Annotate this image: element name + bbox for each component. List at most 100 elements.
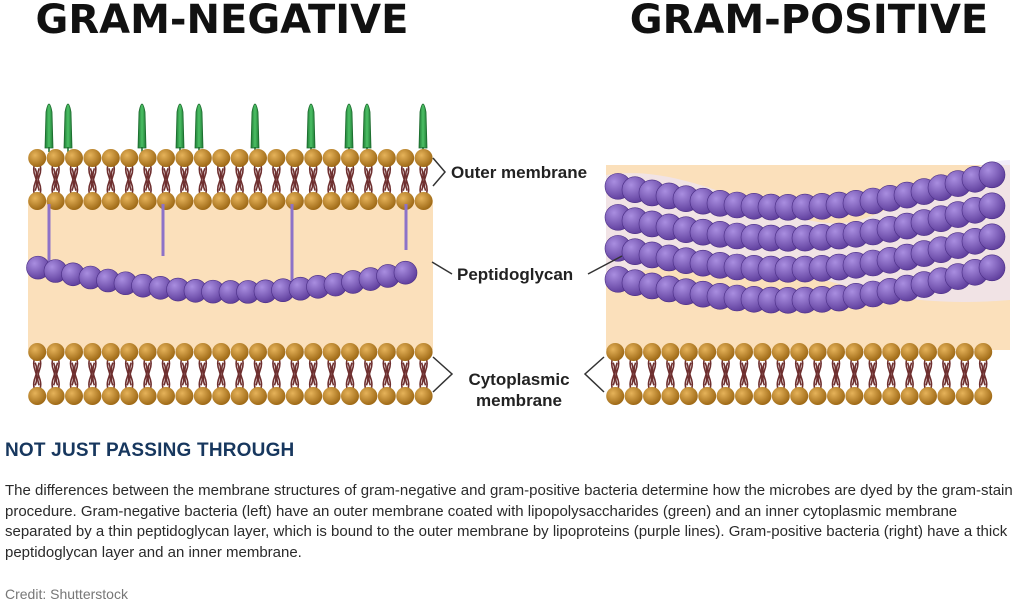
lipid-head [624, 343, 643, 361]
membrane-diagram: GRAM-NEGATIVE GRAM-POSITIVE Outer membra… [26, 0, 1010, 410]
lipid-head [193, 343, 212, 361]
lipid-head [771, 387, 790, 405]
lipid-head [193, 192, 212, 210]
image-credit: Credit: Shutterstock [5, 586, 128, 602]
lipid-head [46, 387, 65, 405]
lipid-head [285, 192, 304, 210]
lipid-head [377, 343, 396, 361]
lipid-head [230, 149, 249, 167]
lipid-head [212, 343, 231, 361]
lipopolysaccharide-chains [44, 103, 428, 152]
lipid-head [698, 343, 717, 361]
lipid-head [212, 192, 231, 210]
lipid-head [46, 149, 65, 167]
lipid-head [83, 387, 102, 405]
lipid-head [341, 192, 359, 210]
lipid-head [175, 387, 194, 405]
lipid-head [285, 387, 304, 405]
lipid-head [845, 343, 864, 361]
lipid-head [937, 387, 956, 405]
lipid-head [414, 149, 433, 167]
lipid-head [643, 343, 661, 361]
peptidoglycan-bead [978, 254, 1006, 282]
lipid-head [120, 343, 139, 361]
lipid-head [267, 192, 286, 210]
lipid-head [65, 343, 83, 361]
lipid-head [249, 149, 267, 167]
lipid-head [138, 192, 157, 210]
lipid-head [65, 192, 83, 210]
cytoplasmic-membrane-bracket-right [583, 356, 605, 393]
lipopolysaccharide [44, 103, 54, 149]
lipid-head [267, 343, 286, 361]
outer-membrane-bracket [432, 157, 446, 187]
lipid-head [661, 387, 680, 405]
lipid-head [790, 387, 809, 405]
lipid-head [414, 192, 433, 210]
peptidoglycan-pointer-right [587, 255, 623, 275]
lipid-head [808, 343, 827, 361]
lipid-head [322, 343, 341, 361]
lipid-head [808, 387, 827, 405]
lipid-head [955, 343, 974, 361]
lipid-head [606, 343, 625, 361]
lipid-head [212, 387, 231, 405]
lipid-head [735, 387, 753, 405]
lipid-head [679, 387, 698, 405]
lipid-head [193, 387, 212, 405]
lipid-head [974, 387, 993, 405]
cytoplasmic-membrane-label-line2: membrane [476, 391, 562, 410]
lipopolysaccharide [344, 103, 354, 149]
lipid-head [790, 343, 809, 361]
cytoplasmic-membrane-bracket-left [432, 356, 454, 393]
lipid-head [624, 387, 643, 405]
section-heading: NOT JUST PASSING THROUGH [5, 440, 295, 461]
lipid-head [396, 192, 415, 210]
lipid-head [753, 343, 772, 361]
lipid-head [175, 149, 194, 167]
lipid-head [65, 149, 83, 167]
lipopolysaccharide [418, 103, 428, 149]
lipid-head [377, 149, 396, 167]
lipid-head [304, 343, 323, 361]
lipid-head [322, 387, 341, 405]
lipid-head [698, 387, 717, 405]
lipid-head [304, 192, 323, 210]
lipid-head [900, 343, 919, 361]
lipid-head [249, 192, 267, 210]
lipopolysaccharide [250, 103, 260, 149]
caption-text: The differences between the membrane str… [5, 482, 1013, 561]
lipid-head [101, 387, 120, 405]
lipid-head [919, 387, 937, 405]
lipid-head [827, 387, 845, 405]
lipid-head [28, 192, 47, 210]
lipid-head [359, 192, 378, 210]
lipid-head [230, 387, 249, 405]
lipoprotein-lines [47, 204, 408, 290]
gram-negative-cytoplasmic-membrane [28, 343, 433, 405]
lipid-head [341, 387, 359, 405]
cytoplasmic-membrane-label-line1: Cytoplasmic [468, 370, 569, 389]
lipopolysaccharide [306, 103, 316, 149]
lipid-head [359, 387, 378, 405]
lipid-head [341, 343, 359, 361]
lipid-head [267, 387, 286, 405]
lipid-head [414, 387, 433, 405]
lipid-head [46, 192, 65, 210]
gram-positive-title: GRAM-POSITIVE [630, 0, 988, 43]
lipid-head [249, 343, 267, 361]
lipid-head [606, 387, 625, 405]
lipid-head [120, 192, 139, 210]
lipid-head [83, 149, 102, 167]
lipid-head [212, 149, 231, 167]
lipid-head [46, 343, 65, 361]
lipid-head [643, 387, 661, 405]
lipopolysaccharide [194, 103, 204, 149]
lipid-head [396, 343, 415, 361]
lipid-head [716, 343, 735, 361]
lipid-head [396, 387, 415, 405]
peptidoglycan-bead [978, 223, 1006, 251]
lipid-head [359, 149, 378, 167]
lipid-head [267, 149, 286, 167]
lipid-head [157, 343, 175, 361]
